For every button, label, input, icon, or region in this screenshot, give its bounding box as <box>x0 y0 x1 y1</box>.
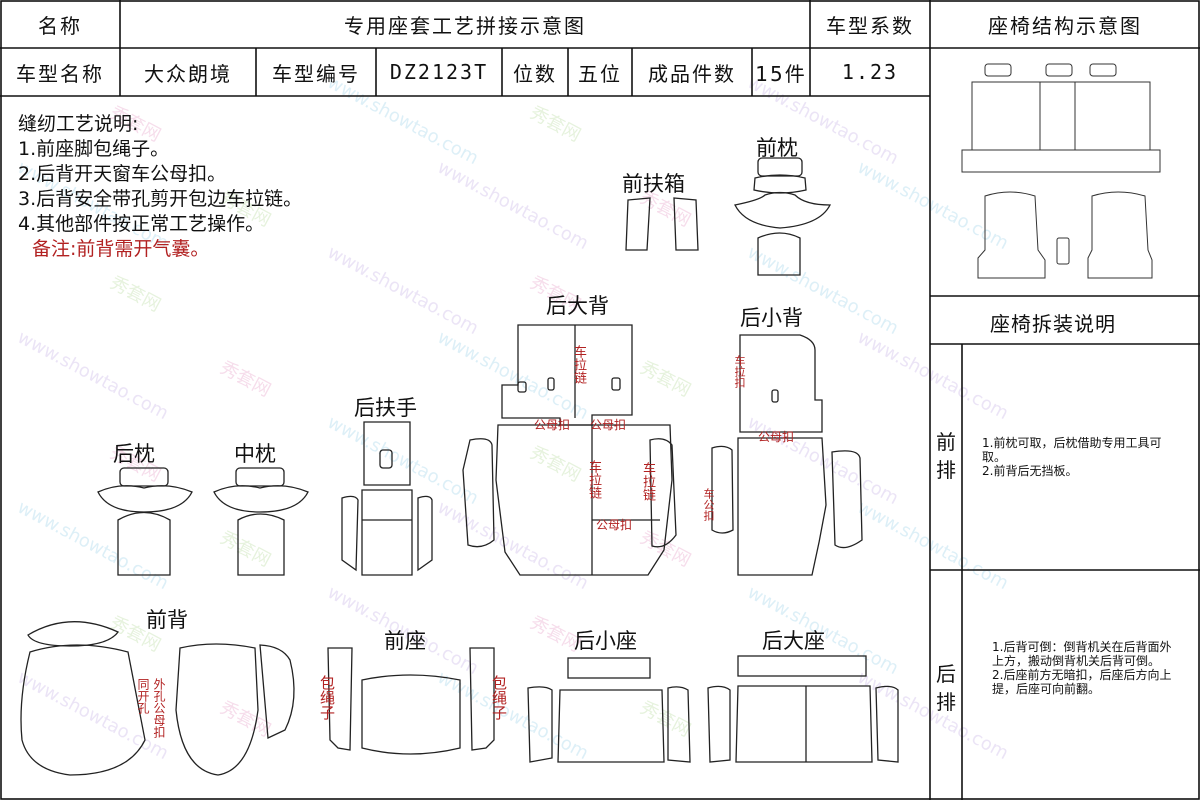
label-front-seat: 前座 <box>384 629 426 653</box>
front-seat-main <box>361 674 461 755</box>
label-rear-small-seat: 后小座 <box>574 629 637 653</box>
disassembly-title: 座椅拆装说明 <box>990 312 1116 336</box>
rear-big-seat-right <box>875 685 899 763</box>
label-rear-armrest: 后扶手 <box>354 396 417 420</box>
front-seat-left-strip <box>327 647 353 751</box>
model-name-label: 车型名称 <box>16 61 104 86</box>
sewing-notes: 缝纫工艺说明: 1.前座脚包绳子。 2.后背开天窗车公母扣。 3.后背安全带孔剪… <box>18 112 302 262</box>
front-armrest-piece-a <box>625 197 651 251</box>
rear-headrest-bottom <box>117 511 171 576</box>
front-back-center <box>175 643 259 776</box>
rear-small-back-right-flap <box>831 450 863 549</box>
label-rear-big-back: 后大背 <box>546 294 609 318</box>
rear-armrest-main <box>361 489 413 576</box>
mark-small-snap: 公母扣 <box>758 430 795 444</box>
rear-row-label: 后排 <box>936 662 956 714</box>
mark-snap: 公母扣 <box>534 418 571 432</box>
label-front-armrest-box: 前扶箱 <box>622 172 685 196</box>
mark-snap-side: 车公扣 <box>702 488 715 521</box>
coef-value: 1.23 <box>841 60 899 84</box>
front-back-top <box>27 621 119 647</box>
front-headrest-top <box>757 157 803 177</box>
front-armrest-piece-b <box>673 197 699 251</box>
mark-cord-left: 包绳子 <box>318 675 336 720</box>
mark-zipper-b: 车拉链 <box>586 460 601 499</box>
rear-big-back-upper <box>501 324 633 426</box>
rear-headrest-top <box>119 467 169 487</box>
model-code: DZ2123T <box>389 60 489 84</box>
front-seat-right-strip <box>469 647 495 751</box>
pieces-value: 15件 <box>755 61 807 86</box>
model-name: 大众朗境 <box>144 61 232 86</box>
document-title: 专用座套工艺拼接示意图 <box>344 13 586 38</box>
rear-armrest-left-flap <box>341 495 359 572</box>
mark-snap-c: 公母扣 <box>596 518 633 532</box>
mark-zipper-c: 车拉链 <box>640 462 655 501</box>
rear-armrest-top <box>363 421 411 486</box>
note-item: 3.后背安全带孔剪开包边车拉链。 <box>18 188 303 210</box>
rear-small-seat-top <box>567 657 651 679</box>
rear-big-seat-left <box>707 685 731 763</box>
rear-small-seat-main <box>557 689 665 763</box>
note-item: 4.其他部件按正常工艺操作。 <box>18 213 265 235</box>
front-headrest-band <box>753 174 807 194</box>
seats-label: 位数 <box>513 61 557 86</box>
rear-small-back-lower <box>737 437 827 576</box>
front-back-flap <box>259 644 295 739</box>
label-mid-headrest: 中枕 <box>234 442 276 466</box>
note-item: 2.后背开天窗车公母扣。 <box>18 163 227 185</box>
seats-value: 五位 <box>578 61 622 86</box>
front-headrest-bottom <box>757 232 801 276</box>
front-row-label: 前排 <box>936 430 956 482</box>
seat-structure-thumbnail <box>961 63 1161 279</box>
name-label: 名称 <box>38 13 82 38</box>
rear-armrest-right-flap <box>417 495 433 572</box>
rear-small-seat-left <box>527 686 553 763</box>
mid-headrest-bottom <box>237 513 285 576</box>
mark-small-zip: 车拉扣 <box>733 355 746 388</box>
rear-headrest-main <box>97 485 193 513</box>
label-front-headrest: 前枕 <box>756 136 798 160</box>
mid-headrest-top <box>235 467 285 487</box>
label-rear-headrest: 后枕 <box>113 442 155 466</box>
mark-airbag-b: 外孔公母扣 <box>152 678 166 738</box>
mark-snap-b: 公母扣 <box>590 418 627 432</box>
rear-big-seat-main <box>735 685 873 763</box>
notes-title: 缝纫工艺说明: <box>18 113 139 135</box>
mid-headrest-main <box>213 485 309 513</box>
pieces-label: 成品件数 <box>648 61 736 86</box>
notes-remark: 备注:前背需开气囊。 <box>32 238 210 260</box>
note-item: 1.前座脚包绳子。 <box>18 138 170 160</box>
front-back-left <box>20 644 146 776</box>
rear-big-seat-top <box>737 655 867 677</box>
front-row-instructions: 1.前枕可取，后枕借助专用工具可取。 2.前背后无挡板。 <box>982 436 1162 478</box>
rear-big-back-right-flap <box>649 438 677 548</box>
rear-row-instructions: 1.后背可倒：倒背机关在后背面外上方，搬动倒背机关后背可倒。 2.后座前方无暗扣… <box>992 640 1172 696</box>
mark-cord-right: 包绳子 <box>490 675 508 720</box>
mark-airbag-a: 同开孔 <box>136 678 150 714</box>
label-front-back: 前背 <box>146 608 188 632</box>
model-code-label: 车型编号 <box>272 61 360 86</box>
rear-big-back-left-flap <box>462 438 495 548</box>
label-rear-big-seat: 后大座 <box>762 629 825 653</box>
front-headrest-main <box>734 191 832 229</box>
rear-small-back-upper <box>739 334 823 433</box>
structure-title: 座椅结构示意图 <box>988 13 1142 38</box>
mark-zipper: 车拉链 <box>571 345 586 384</box>
rear-small-back-left-flap <box>711 445 734 534</box>
label-rear-small-back: 后小背 <box>740 306 803 330</box>
rear-small-seat-right <box>667 686 691 763</box>
coef-label: 车型系数 <box>826 13 914 38</box>
